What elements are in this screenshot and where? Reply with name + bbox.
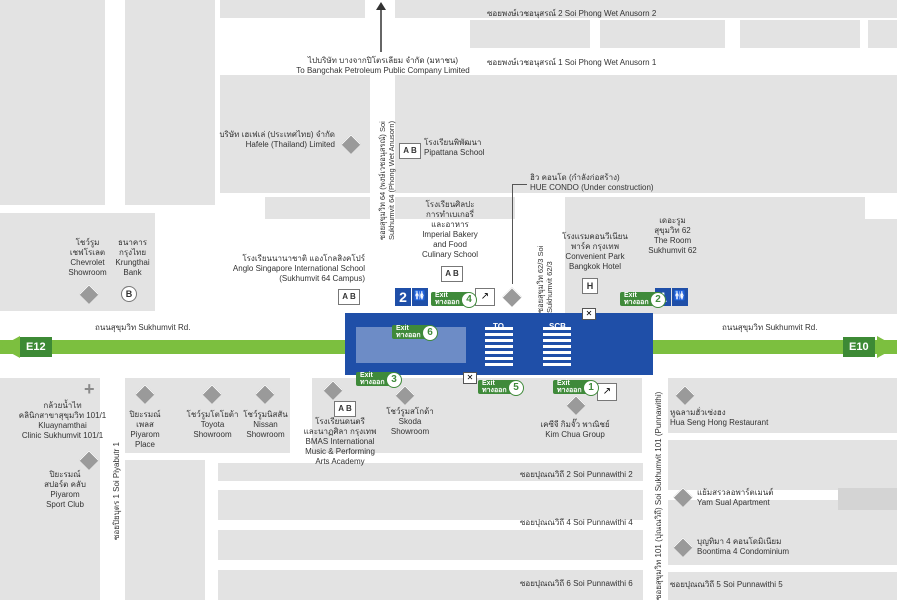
station-code-east: E10	[843, 337, 875, 357]
station-left-wing	[345, 313, 430, 327]
block	[868, 20, 897, 48]
place-hua-seng-hong: หูฉลามฮั่วเซ่งฮง Hua Seng Hong Restauran…	[670, 408, 769, 427]
block	[220, 0, 365, 18]
station-to-label: TO	[493, 322, 504, 331]
place-yam-sual: แย้มสรวลอพาร์ตเมนต์ Yam Sual Apartment	[697, 488, 774, 507]
road-label-punnawithi-101: ซอยสุขุมวิท 101 (ปุณณวิถี) Soi Sukhumvit…	[654, 391, 663, 600]
place-bangchak: ไปบริษัท บางจากปิโตรเลียม จำกัด (มหาชน) …	[296, 56, 470, 75]
place-toyota: โชว์รูมโตโยต้า Toyota Showroom	[186, 410, 239, 439]
school-icon: A B	[399, 143, 421, 159]
block	[218, 490, 643, 520]
block	[668, 378, 897, 433]
block	[565, 197, 865, 219]
hotel-icon: H	[582, 278, 598, 294]
escalator-icon: ↗	[597, 383, 617, 401]
road-label-soi-62-3: ซอยสุขุมวิท 62/3 Soi Sukhumvit 62/3	[536, 245, 554, 313]
place-the-room: เดอะรูม สุขุมวิท 62 The Room Sukhumvit 6…	[648, 216, 697, 255]
place-nissan: โชว์รูมนิสสัน Nissan Showroom	[243, 410, 288, 439]
road-label-punnawithi-2: ซอยปุณณวิถี 2 Soi Punnawithi 2	[520, 470, 633, 479]
place-krungthai-bank: ธนาคาร กรุงไทย Krungthai Bank	[115, 238, 150, 277]
road-label-punnawithi-4: ซอยปุณณวิถี 4 Soi Punnawithi 4	[520, 518, 633, 527]
block	[395, 0, 897, 18]
block	[395, 197, 515, 219]
block	[668, 500, 897, 565]
road-label-phong-wet-2: ซอยพงษ์เวชอนุสรณ์ 2 Soi Phong Wet Anusor…	[487, 9, 657, 18]
place-piyarom-place: ปิยะรมณ์ เพลส Piyarom Place	[129, 410, 161, 449]
place-hafele: บริษัท เฮเฟเล่ (ประเทศไทย) จำกัด Hafele …	[219, 130, 335, 149]
block	[600, 20, 725, 48]
station-crosswalk	[543, 326, 571, 366]
clinic-cross-icon: +	[84, 379, 95, 399]
place-piyarom-sport-club: ปิยะรมณ์ สปอร์ต คลับ Piyarom Sport Club	[44, 470, 86, 509]
block	[668, 440, 897, 490]
block	[125, 460, 205, 600]
escalator-icon: ↗	[475, 288, 495, 306]
block	[0, 378, 100, 600]
block	[470, 20, 590, 48]
place-bmas: โรงเรียนดนตรี และนาฏศิลา กรุงเทพ BMAS In…	[303, 417, 377, 466]
block	[395, 75, 897, 193]
condo-marker-icon	[502, 287, 522, 307]
arrow-left-icon	[0, 336, 20, 358]
place-kluaynamthai-clinic: กล้วยน้ำไท คลินิกสาขาสุขุมวิท 101/1 Klua…	[18, 401, 107, 440]
block	[265, 197, 370, 219]
block	[740, 20, 860, 48]
restroom-icon: 🚻	[412, 288, 428, 306]
block	[218, 570, 643, 600]
road-label-sukhumvit-west: ถนนสุขุมวิท Sukhumvit Rd.	[95, 323, 191, 332]
block	[218, 530, 643, 560]
arrow-right-icon	[877, 336, 897, 358]
block	[220, 75, 370, 193]
station-scb-label: SCB	[549, 322, 566, 331]
place-boontima: บุญทิมา 4 คอนโดมิเนียม Boontima 4 Condom…	[697, 537, 790, 556]
place-hue-condo: ฮิว คอนโด (กำลังก่อสร้าง) HUE CONDO (Und…	[530, 173, 654, 192]
hue-condo-leader-line	[512, 184, 527, 185]
place-bakery-school: โรงเรียนศิลปะ การทำเบเกอรี่ และอาหาร Imp…	[421, 200, 479, 259]
place-kim-chua: เคซีจี กิมจั๊ว พาณิชย์ Kim Chua Group	[540, 420, 610, 439]
place-skoda: โชว์รูมสโกด้า Skoda Showroom	[386, 407, 434, 436]
arrow-up-icon	[376, 2, 386, 52]
block	[125, 0, 215, 205]
school-icon: A B	[338, 289, 360, 305]
elevator-icon: ✕	[582, 308, 596, 320]
road-label-soi-64: ซอยสุขุมวิท 64 (พงษ์เวชอนุสรณ์) Soi Sukh…	[378, 120, 396, 240]
school-icon: A B	[441, 266, 463, 282]
place-chevrolet: โชว์รูม เชฟโรเลต Chevrolet Showroom	[68, 238, 107, 277]
place-anglo-singapore: โรงเรียนนานาชาติ แองโกลสิงคโปร์ Anglo Si…	[232, 254, 365, 283]
road-label-phong-wet-1: ซอยพงษ์เวชอนุสรณ์ 1 Soi Phong Wet Anusor…	[487, 58, 657, 67]
block	[668, 572, 897, 600]
place-convenient-park: โรงแรมคอนวีเนียน พาร์ค กรุงเทพ Convenien…	[562, 232, 628, 271]
restroom-icon: 🚻	[672, 288, 688, 306]
hue-condo-leader-line	[512, 184, 513, 284]
block	[838, 488, 897, 510]
road-label-piyabutr: ซอยปิยบุตร 1 Soi Piyabutr 1	[112, 442, 121, 540]
road-label-sukhumvit-east: ถนนสุขุมวิท Sukhumvit Rd.	[722, 323, 818, 332]
station-code-west: E12	[20, 337, 52, 357]
place-pipattana: โรงเรียนพิพัฒนา Pipattana School	[424, 138, 485, 157]
school-icon: A B	[334, 401, 356, 417]
elevator-icon: ✕	[463, 372, 477, 384]
bank-icon: B	[121, 286, 137, 302]
platform-2-badge: 2	[395, 288, 411, 306]
block	[0, 0, 105, 205]
road-label-punnawithi-6: ซอยปุณณวิถี 6 Soi Punnawithi 6	[520, 579, 633, 588]
block	[218, 463, 643, 481]
road-label-punnawithi-5: ซอยปุณณวิถี 5 Soi Punnawithi 5	[670, 580, 783, 589]
station-crosswalk	[485, 326, 513, 366]
